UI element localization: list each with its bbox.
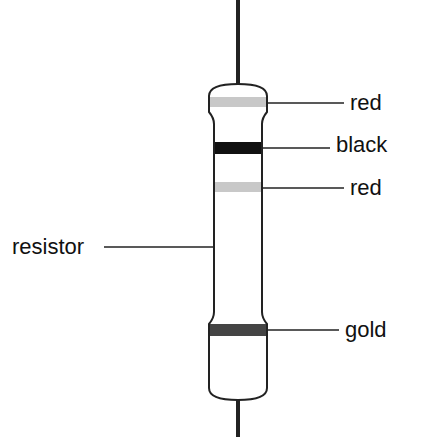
leader-line	[104, 246, 213, 248]
leader-line	[267, 102, 344, 104]
band-color-label: red	[350, 90, 382, 116]
band-color-label: gold	[345, 317, 387, 343]
color-band	[215, 142, 261, 154]
color-band	[215, 182, 261, 192]
leader-line	[267, 329, 339, 331]
lead-wire	[236, 0, 240, 86]
lead-wire	[236, 398, 240, 437]
part-label: resistor	[12, 234, 84, 260]
band-color-label: black	[336, 132, 387, 158]
color-band	[210, 324, 266, 336]
band-color-label: red	[350, 175, 382, 201]
leader-line	[262, 147, 330, 149]
resistor-body	[209, 84, 267, 400]
leader-lines	[104, 103, 344, 330]
color-band	[210, 97, 266, 107]
leader-line	[262, 187, 344, 189]
